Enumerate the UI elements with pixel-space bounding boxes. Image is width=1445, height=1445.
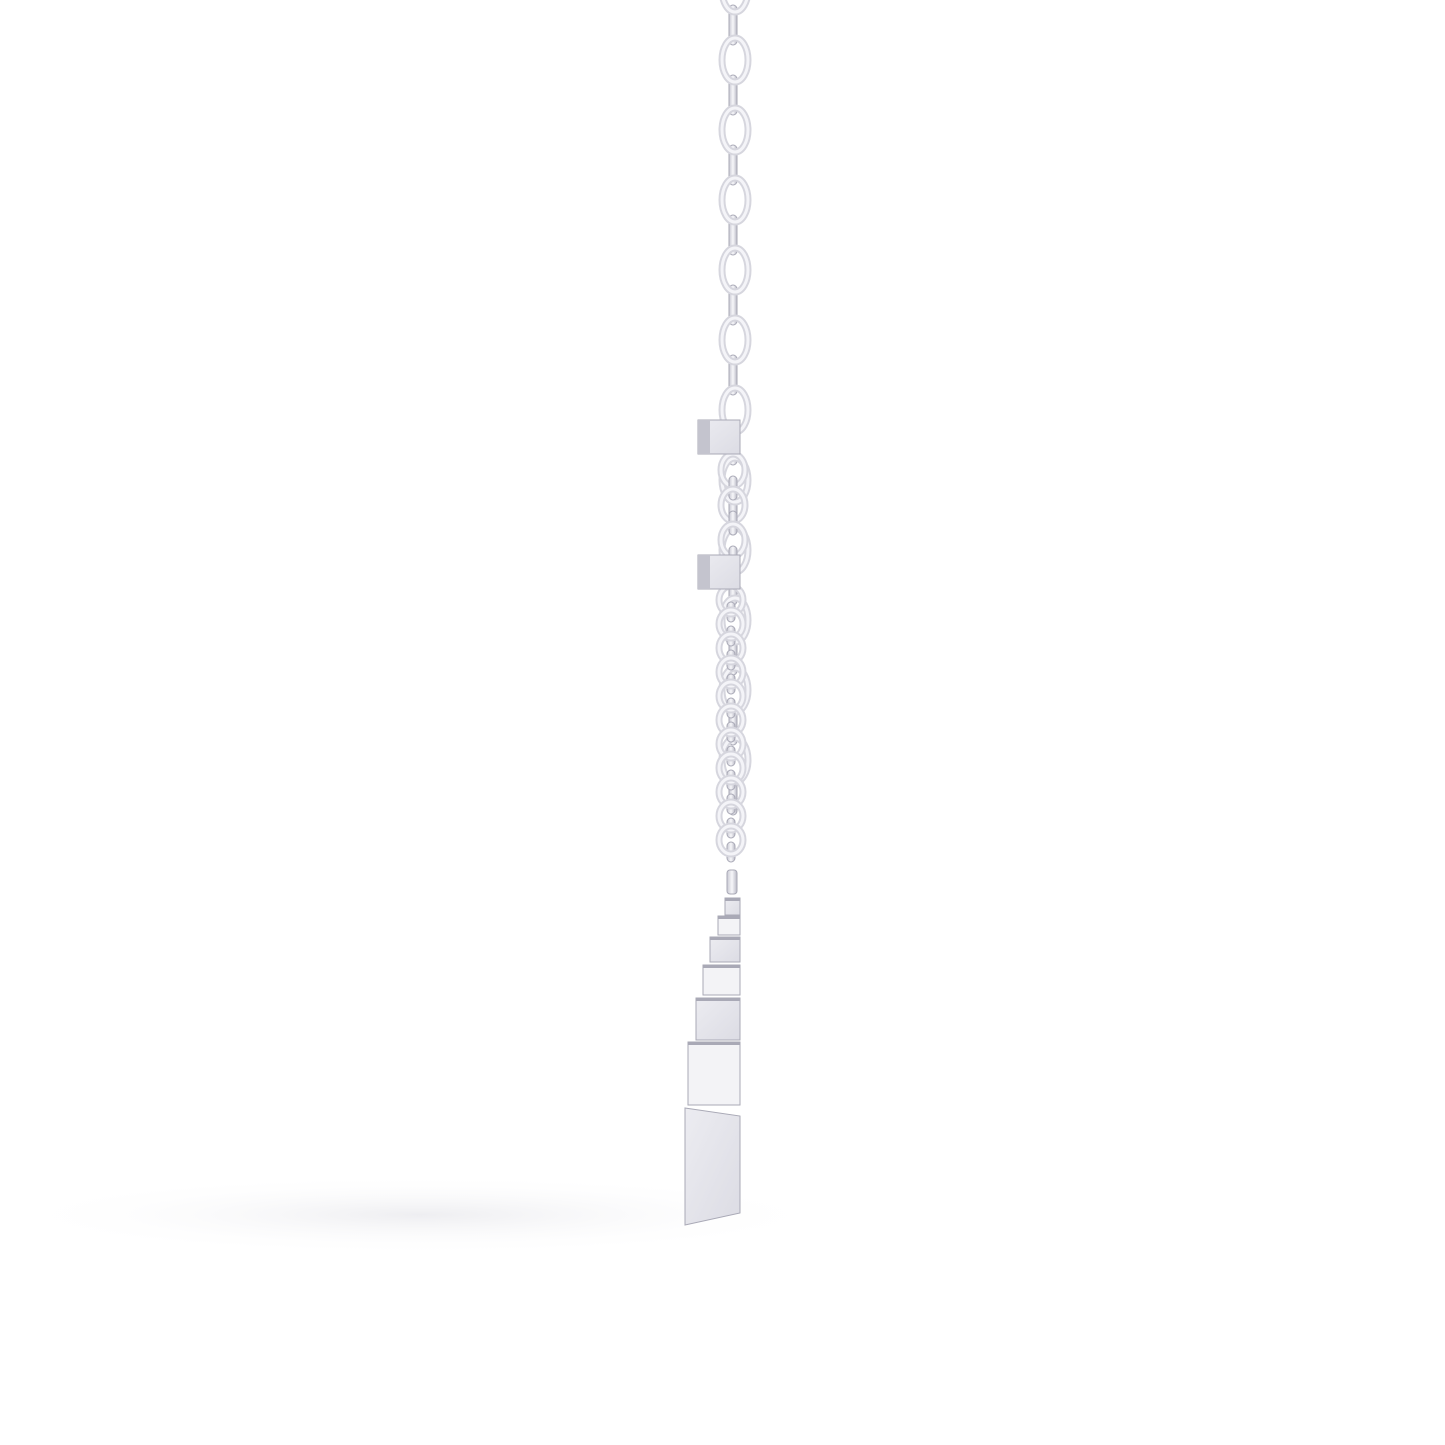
chain-link-highlight	[717, 776, 745, 808]
jump-ring	[726, 869, 738, 895]
chain-link-highlight	[717, 632, 745, 664]
stepped-bar-pendant	[684, 897, 741, 1226]
pendant-step	[684, 1107, 741, 1226]
chain-link-highlight	[717, 752, 745, 784]
chain-link-highlight	[721, 0, 749, 14]
pendant-step	[702, 964, 741, 996]
chain-link-highlight	[720, 106, 750, 154]
chain-link-highlight	[717, 728, 745, 760]
pendant-step	[695, 997, 741, 1041]
chain-link-highlight	[717, 608, 745, 640]
floor-shadow	[0, 1175, 840, 1255]
chain-link-highlight	[717, 680, 745, 712]
pendant-step-edge	[688, 1042, 740, 1045]
pendant-step-edge	[718, 916, 740, 919]
chain-link-highlight	[720, 176, 750, 224]
chain-link-highlight	[717, 800, 745, 832]
spacer-bar-side	[698, 420, 710, 454]
chain-link-highlight	[717, 704, 745, 736]
chain-link-highlight	[720, 246, 750, 294]
spacer-bars	[697, 419, 741, 590]
pendant-step-edge	[725, 898, 740, 901]
chain-link-highlight	[717, 824, 745, 856]
pendant-step-edge	[696, 998, 740, 1001]
spacer-bar-side	[698, 555, 710, 589]
pendant-step	[709, 936, 741, 963]
chain-link-highlight	[717, 656, 745, 688]
chain-link-highlight	[720, 36, 750, 84]
chain-link-highlight	[720, 316, 750, 364]
pendant-step-edge	[703, 965, 740, 968]
pendant-step	[687, 1041, 741, 1106]
pendant-step-edge	[710, 937, 740, 940]
